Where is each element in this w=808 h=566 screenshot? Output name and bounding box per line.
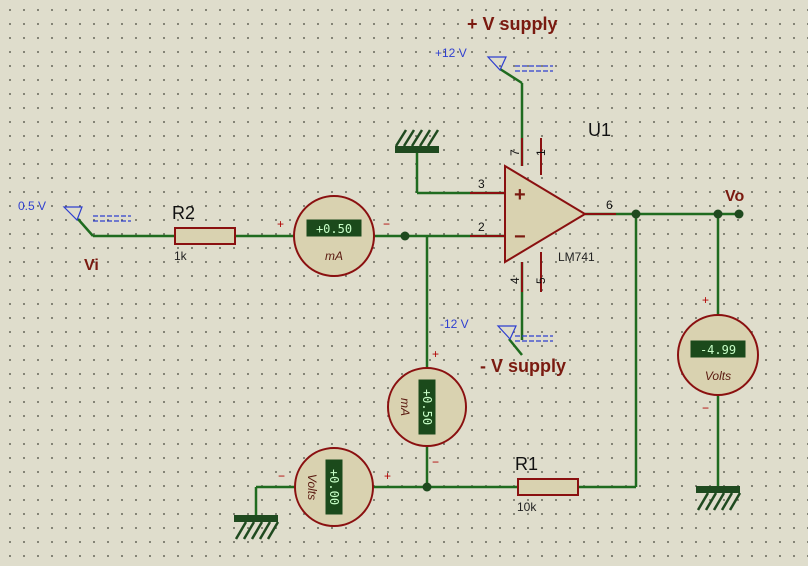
meter-display: [324, 458, 344, 516]
pin-7-label: 7: [508, 149, 522, 156]
source-input[interactable]: 0.5 V: [18, 199, 131, 222]
voltmeter-reference-reading: +0.00: [327, 469, 341, 505]
ammeter-feedback-reading: +0.50: [420, 389, 434, 425]
resistor-r2[interactable]: R2 1k: [172, 203, 236, 263]
pin-4-label: 4: [508, 277, 522, 284]
source-input-voltage: 0.5 V: [18, 199, 46, 213]
input-net-label: Vi: [84, 257, 99, 274]
voltmeter-reference-minus: −: [278, 469, 285, 483]
ground-output: [696, 486, 742, 511]
opamp-part: LM741: [558, 250, 595, 264]
meter-display: [417, 378, 437, 436]
pin-5-label: 5: [534, 277, 548, 284]
resistor-r2-ref: R2: [172, 203, 195, 223]
resistor-body: [517, 478, 579, 496]
source-plus[interactable]: +12 V: [435, 46, 553, 72]
generator-icon: [486, 56, 507, 72]
generator-icon: [496, 325, 517, 341]
wire-source-in: [77, 218, 94, 237]
voltmeter-output-reading: -4.99: [700, 343, 736, 357]
voltmeter-output[interactable]: -4.99 Volts + −: [677, 293, 759, 415]
output-net-label: Vo: [725, 188, 744, 205]
meter-display: [305, 218, 363, 238]
ground-ref-volt: [234, 515, 280, 540]
pin-3-label: 3: [478, 177, 485, 191]
pos-supply-title: + V supply: [467, 14, 558, 34]
resistor-r1-value: 10k: [517, 500, 537, 514]
voltmeter-output-plus: +: [702, 293, 709, 307]
wire-source-minus: [508, 338, 523, 356]
opamp-minus-sign: −: [514, 226, 526, 248]
ammeter-input[interactable]: +0.50 mA + −: [277, 195, 390, 277]
ammeter-input-unit: mA: [325, 249, 343, 263]
pin-1-label: 1: [534, 149, 548, 156]
voltmeter-reference-unit: Volts: [305, 474, 319, 500]
ammeter-input-plus: +: [277, 217, 284, 231]
opamp-plus-sign: +: [514, 184, 526, 206]
ammeter-feedback-minus: −: [432, 455, 439, 469]
junction-dot: [631, 209, 641, 219]
resistor-r2-value: 1k: [174, 249, 188, 263]
resistor-r1-ref: R1: [515, 454, 538, 474]
resistor-body: [174, 227, 236, 245]
ammeter-feedback[interactable]: +0.50 mA + −: [387, 347, 467, 469]
source-minus-voltage: -12 V: [440, 317, 469, 331]
meter-display: [689, 339, 747, 359]
wire-source-plus: [499, 67, 523, 85]
ammeter-feedback-plus: +: [432, 347, 439, 361]
junction-dot: [400, 231, 410, 241]
junction-dot: [713, 209, 723, 219]
pin-6-label: 6: [606, 198, 613, 212]
neg-supply-title: - V supply: [480, 356, 566, 376]
voltmeter-output-minus: −: [702, 401, 709, 415]
junction-dot: [422, 482, 432, 492]
junctions: [400, 209, 744, 492]
ground-noninv: [394, 129, 440, 153]
source-minus[interactable]: -12 V: [440, 317, 553, 342]
resistor-r1[interactable]: R1 10k: [515, 454, 579, 514]
pin-2-label: 2: [478, 220, 485, 234]
voltmeter-output-unit: Volts: [705, 369, 731, 383]
source-plus-voltage: +12 V: [435, 46, 467, 60]
ammeter-feedback-unit: mA: [398, 398, 412, 416]
opamp-triangle: [504, 164, 587, 264]
voltmeter-reference[interactable]: +0.00 Volts + −: [278, 447, 391, 527]
generator-icon: [62, 206, 83, 222]
opamp-u1[interactable]: + − U1 LM741 3 2 6 7 1 4 5: [470, 120, 616, 292]
voltmeter-reference-plus: +: [384, 469, 391, 483]
ammeter-input-reading: +0.50: [316, 222, 352, 236]
output-terminal[interactable]: [734, 209, 744, 219]
wires: [77, 67, 739, 518]
opamp-ref: U1: [588, 120, 611, 140]
ammeter-input-minus: −: [383, 217, 390, 231]
